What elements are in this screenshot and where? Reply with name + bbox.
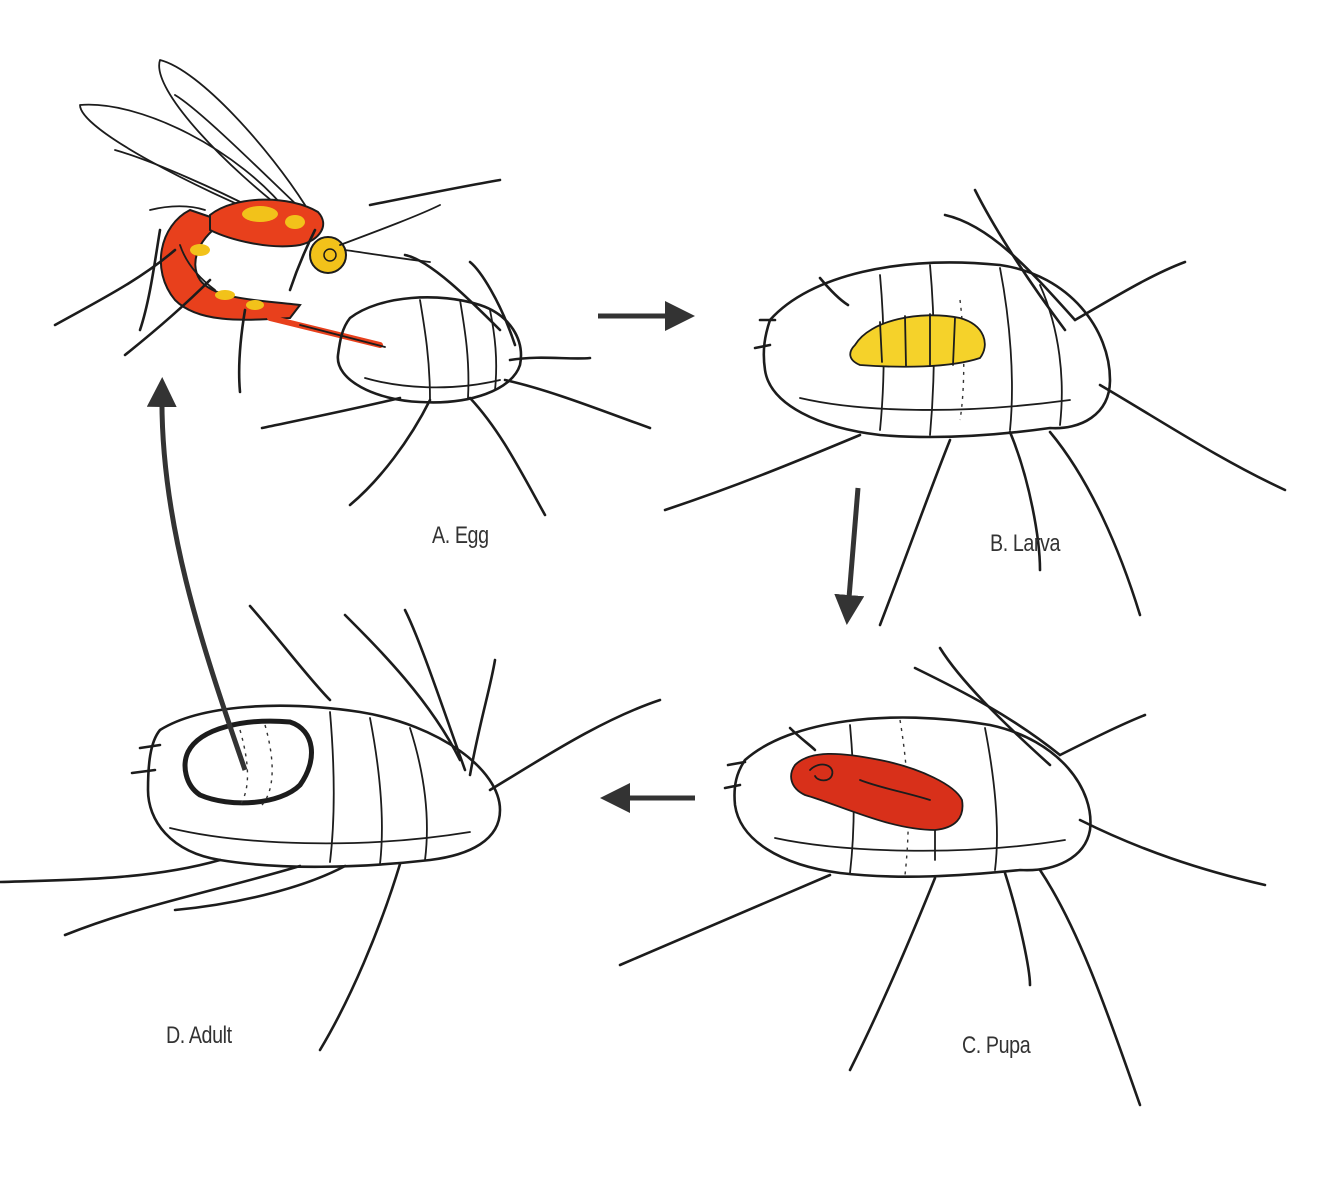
pupa-red [790,752,964,831]
aphid-host-a [260,178,652,517]
wasp-wings [79,59,306,221]
stage-b-larva-illustration [663,188,1287,627]
cycle-arrows [146,301,865,813]
arrow-adult-to-egg [146,377,248,771]
stage-label-adult: D. Adult [166,1022,232,1049]
emergence-hole [182,718,314,806]
wasp-body [53,198,441,394]
stage-a-egg-illustration [53,59,652,517]
stage-label-egg: A. Egg [432,522,489,549]
larva-yellow [849,314,986,368]
stage-c-pupa-illustration [618,646,1267,1107]
stage-label-larva: B. Larva [990,530,1061,557]
arrow-larva-to-pupa [834,487,865,625]
stage-label-pupa: C. Pupa [962,1032,1031,1059]
stage-d-adult-illustration [0,604,662,1052]
